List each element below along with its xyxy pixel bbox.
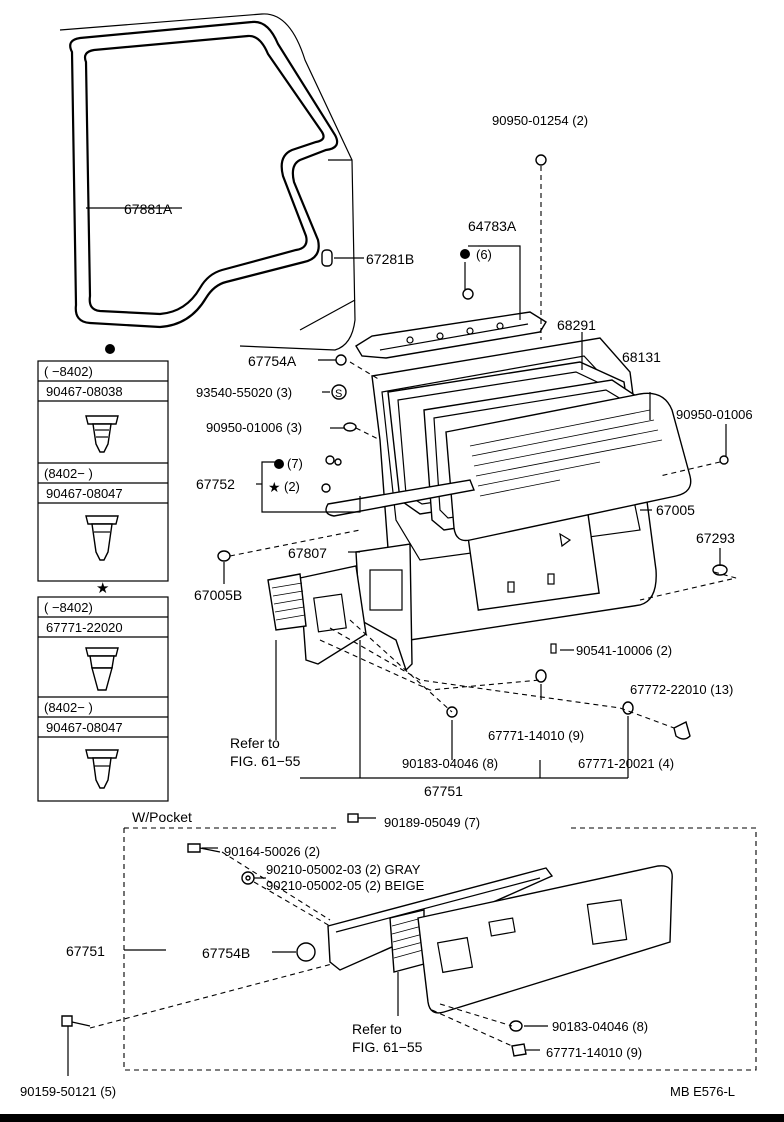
legend-star-symbol: ★: [96, 580, 109, 597]
label-68131: 68131: [622, 349, 661, 365]
label-refer-fig-1: FIG. 61−55: [230, 753, 301, 769]
legend-dot-part-2: 90467-08047: [46, 486, 123, 501]
clip-icon: [85, 415, 119, 453]
label-67807: 67807: [288, 545, 327, 561]
label-67754b: 67754B: [202, 945, 250, 961]
star-symbol: ★: [268, 479, 281, 495]
label-90183-04046: 90183-04046 (8): [402, 756, 498, 771]
s-symbol: S: [335, 388, 342, 400]
label-67772-22010: 67772-22010 (13): [630, 682, 733, 697]
drawing-code: MB E576-L: [670, 1084, 735, 1099]
legend-star-range-2: (8402− ): [44, 700, 93, 715]
back-door-drawing: S: [86, 154, 737, 779]
label-90159-50121: 90159-50121 (5): [20, 1084, 116, 1099]
label-refer-to-1: Refer to: [230, 735, 280, 751]
label-90950-01006-right: 90950-01006: [676, 407, 753, 422]
legend-dot-table: ( −8402) 90467-08038 (8402− ) 90467-0804…: [37, 344, 169, 582]
legend-star-part-2: 90467-08047: [46, 720, 123, 735]
label-67751: 67751: [424, 783, 463, 799]
label-90541-10006: 90541-10006 (2): [576, 643, 672, 658]
label-67754a: 67754A: [248, 353, 297, 369]
legend-star-part-1: 67771-22020: [46, 620, 123, 635]
legend-dot-range-1: ( −8402): [44, 364, 93, 379]
part-labels: 67881A 67281B 90950-01254 (2) 64783A (6)…: [20, 113, 753, 1099]
legend-dot-part-1: 90467-08038: [46, 384, 123, 399]
page-bottom-band: [0, 1114, 784, 1122]
label-67005: 67005: [656, 502, 695, 518]
label-67752: 67752: [196, 476, 235, 492]
label-90210-05002-03: 90210-05002-03 (2) GRAY: [266, 862, 421, 877]
label-67771-14010: 67771-14010 (9): [488, 728, 584, 743]
label-67881a: 67881A: [124, 201, 173, 217]
pocket-group-drawing: [61, 813, 757, 1076]
legend-dot-range-2: (8402− ): [44, 466, 93, 481]
label-64783a: 64783A: [468, 218, 517, 234]
label-67752-qty-1: (7): [287, 456, 303, 471]
door-opening-drawing: [59, 13, 356, 351]
label-refer-fig-2: FIG. 61−55: [352, 1039, 423, 1055]
label-90189-05049: 90189-05049 (7): [384, 815, 480, 830]
label-64783a-qty: (6): [476, 247, 492, 262]
label-93540-55020: 93540-55020 (3): [196, 385, 292, 400]
label-w-pocket: W/Pocket: [132, 809, 192, 825]
clip-icon: [85, 749, 119, 789]
label-67005b: 67005B: [194, 587, 242, 603]
label-90164-50026: 90164-50026 (2): [224, 844, 320, 859]
label-90950-01254: 90950-01254 (2): [492, 113, 588, 128]
label-67752-qty-2: (2): [284, 479, 300, 494]
clip-icon: [85, 647, 119, 691]
legend-star-table: ★ ( −8402) 67771-22020 (8402− ) 90467-08…: [37, 580, 169, 802]
label-67771-14010-pocket: 67771-14010 (9): [546, 1045, 642, 1060]
label-90210-05002-05: 90210-05002-05 (2) BEIGE: [266, 878, 425, 893]
label-67293: 67293: [696, 530, 735, 546]
legend-dot-symbol: [105, 344, 115, 354]
clip-icon: [85, 515, 119, 561]
dot-symbol: [274, 459, 284, 469]
label-90950-01006-left: 90950-01006 (3): [206, 420, 302, 435]
label-90183-04046-pocket: 90183-04046 (8): [552, 1019, 648, 1034]
label-67771-20021: 67771-20021 (4): [578, 756, 674, 771]
legend-star-range-1: ( −8402): [44, 600, 93, 615]
label-67281b: 67281B: [366, 251, 414, 267]
label-refer-to-2: Refer to: [352, 1021, 402, 1037]
label-68291: 68291: [557, 317, 596, 333]
label-67751-pocket: 67751: [66, 943, 105, 959]
